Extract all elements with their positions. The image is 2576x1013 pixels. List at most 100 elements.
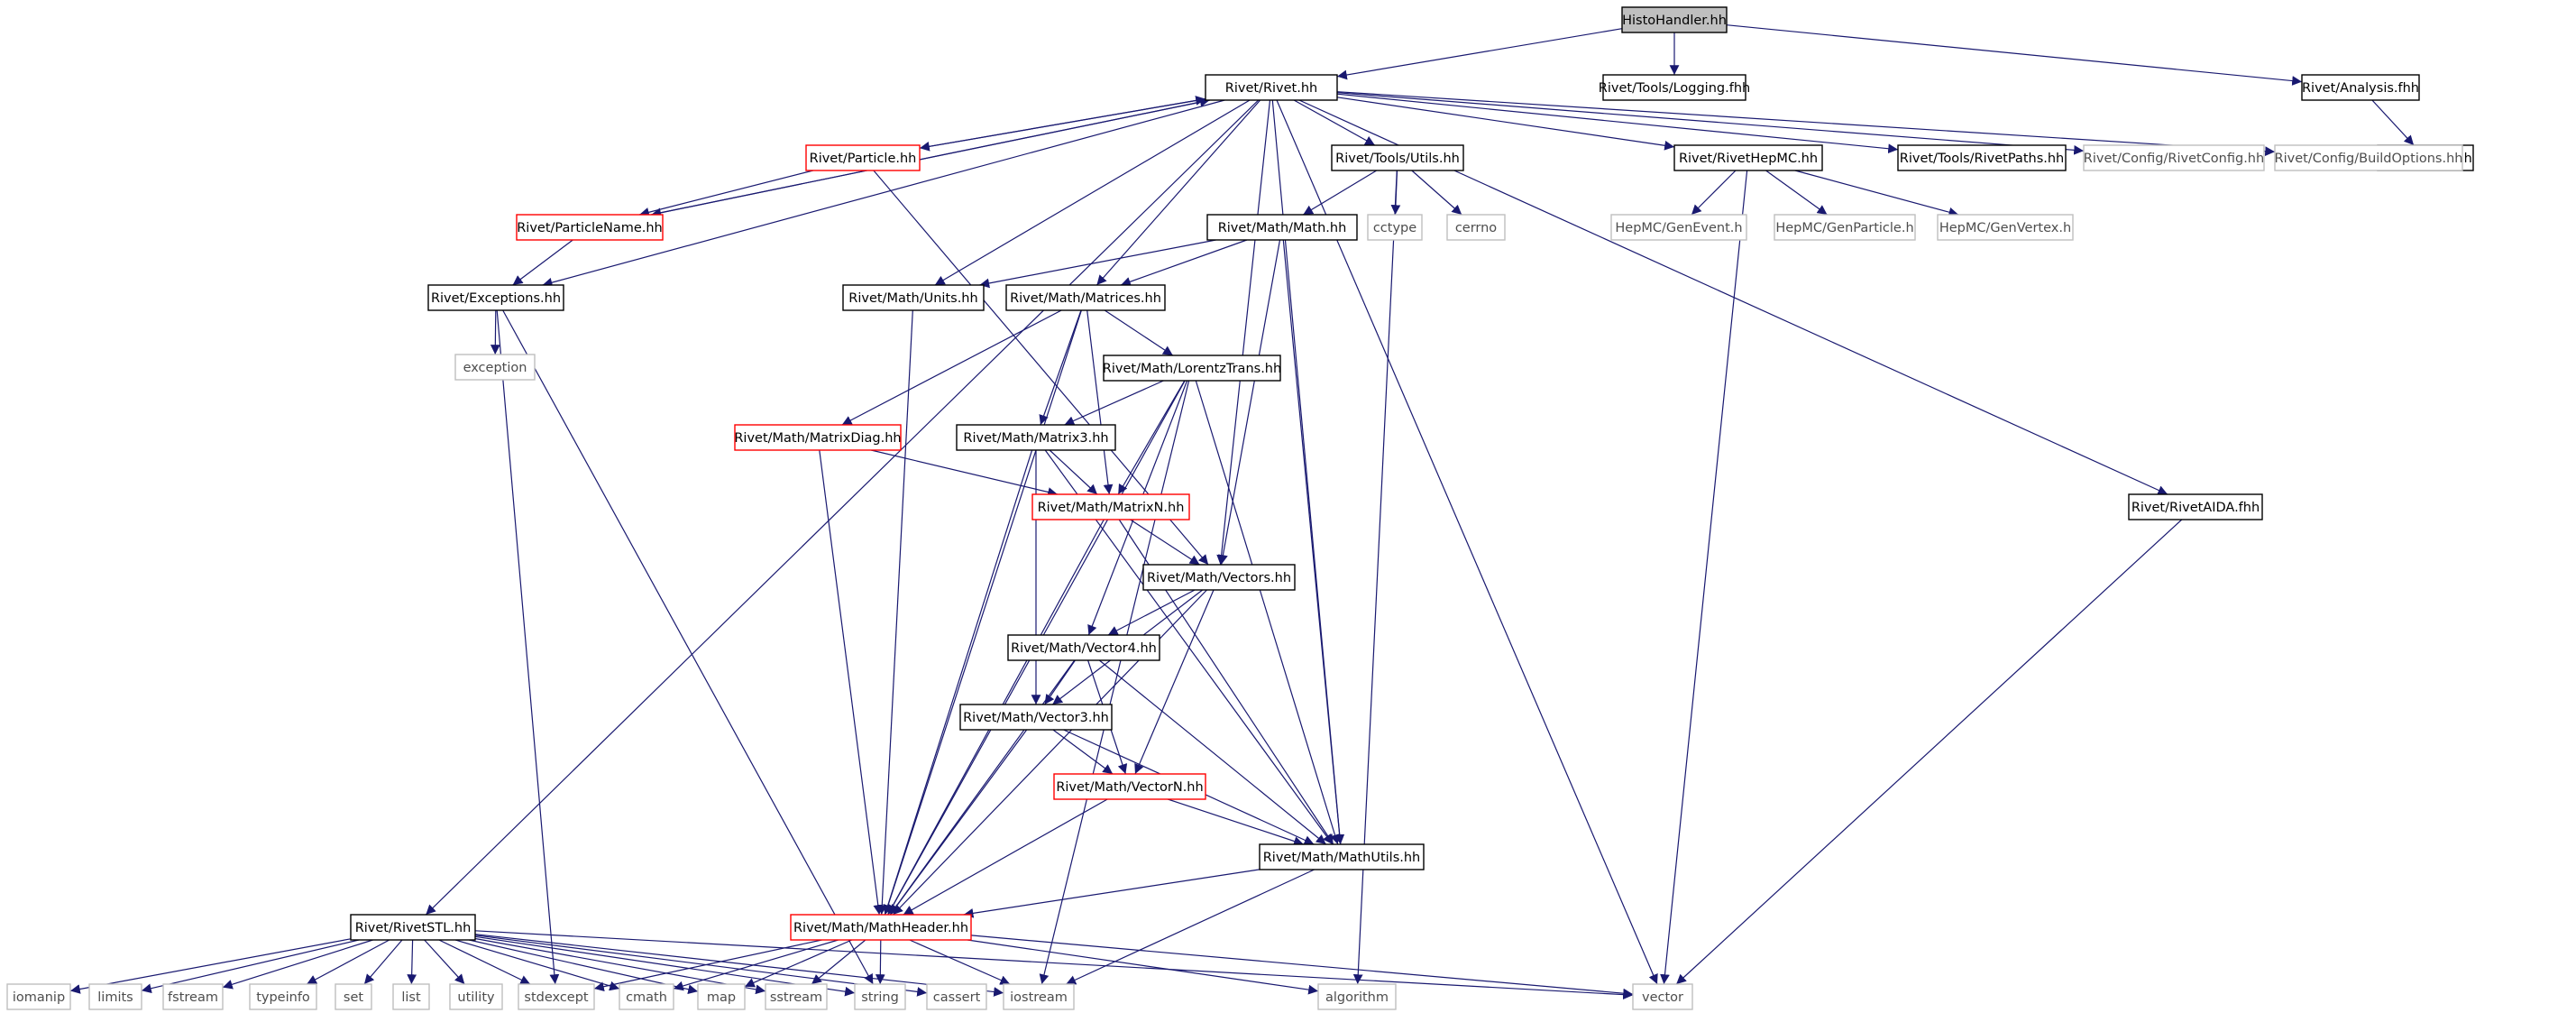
- node-math[interactable]: Rivet/Math/Math.hh: [1206, 214, 1358, 241]
- node-genparticle: HepMC/GenParticle.h: [1774, 214, 1916, 241]
- edge-particle-to-rivet: [919, 96, 1206, 149]
- node-label-cassert: cassert: [933, 990, 981, 1005]
- node-buildoptions: Rivet/Config/BuildOptions.hh: [2274, 144, 2463, 171]
- edge-rivetstl-to-sstream: [474, 937, 766, 995]
- node-box-iomanip: [6, 983, 71, 1010]
- node-box-rivethepmc: [1673, 144, 1823, 171]
- node-typeinfo: typeinfo: [249, 983, 317, 1010]
- edge-rivetstl-to-cmath: [454, 939, 620, 991]
- node-label-matrixn: Rivet/Math/MatrixN.hh: [1038, 501, 1185, 515]
- node-vector4[interactable]: Rivet/Math/Vector4.hh: [1007, 634, 1160, 661]
- node-matrixdiag[interactable]: Rivet/Math/MatrixDiag.hh: [734, 424, 902, 451]
- node-box-matrix3: [956, 424, 1116, 451]
- edge-matrices-to-lorentz: [1104, 309, 1174, 356]
- edge-matrixn-to-vectors: [1130, 519, 1200, 566]
- node-cmath: cmath: [619, 983, 674, 1010]
- node-rivetpaths[interactable]: Rivet/Tools/RivetPaths.hh: [1897, 144, 2067, 171]
- edge-matrices-to-matrixn: [1086, 309, 1114, 495]
- node-vectors[interactable]: Rivet/Math/Vectors.hh: [1142, 564, 1296, 591]
- node-particle[interactable]: Rivet/Particle.hh: [805, 144, 921, 171]
- edge-rivet-to-exceptions: [542, 99, 1225, 288]
- node-analysis[interactable]: Rivet/Analysis.fhh: [2301, 74, 2420, 101]
- node-vector3[interactable]: Rivet/Math/Vector3.hh: [959, 704, 1113, 731]
- node-matrixn[interactable]: Rivet/Math/MatrixN.hh: [1031, 493, 1190, 520]
- node-label-cmath: cmath: [626, 990, 667, 1005]
- node-particlename[interactable]: Rivet/ParticleName.hh: [516, 214, 664, 241]
- edge-mathheader-to-algorithm: [967, 939, 1319, 995]
- node-rivethepmc[interactable]: Rivet/RivetHepMC.hh: [1673, 144, 1823, 171]
- node-box-sstream: [765, 983, 828, 1010]
- node-label-particle: Rivet/Particle.hh: [810, 152, 917, 166]
- edge-mathheader-to-string: [875, 939, 885, 985]
- node-label-matrixdiag: Rivet/Math/MatrixDiag.hh: [734, 431, 901, 446]
- node-lorentz[interactable]: Rivet/Math/LorentzTrans.hh: [1103, 355, 1281, 382]
- edge-rivethepmc-to-genvertex: [1794, 170, 1959, 217]
- node-string: string: [854, 983, 906, 1010]
- node-label-exceptions: Rivet/Exceptions.hh: [431, 291, 561, 306]
- node-iostream: iostream: [1003, 983, 1075, 1010]
- node-label-matrices: Rivet/Math/Matrices.hh: [1010, 291, 1161, 306]
- edge-rivethepmc-to-genparticle: [1765, 170, 1828, 216]
- edge-rivetstl-to-vector: [474, 930, 1634, 999]
- edge-lorentz-to-mathutils: [1195, 380, 1340, 845]
- node-rivet[interactable]: Rivet/Rivet.hh: [1205, 74, 1338, 101]
- node-box-cctype: [1367, 214, 1423, 241]
- node-iomanip: iomanip: [6, 983, 71, 1010]
- node-label-particlename: Rivet/ParticleName.hh: [517, 221, 663, 235]
- edge-math-to-mathutils: [1282, 239, 1345, 845]
- node-label-histo: HistoHandler.hh: [1622, 14, 1727, 28]
- edge-mathheader-to-vector: [970, 935, 1634, 999]
- node-label-utility: utility: [457, 990, 495, 1005]
- node-box-particlename: [516, 214, 664, 241]
- edge-math-to-matrices: [1120, 239, 1248, 287]
- node-box-mathheader: [790, 914, 972, 941]
- edge-rivet-to-rivethepmc: [1336, 97, 1675, 151]
- edge-rivethepmc-to-genevent: [1691, 170, 1737, 216]
- node-label-vectors: Rivet/Math/Vectors.hh: [1147, 571, 1291, 585]
- node-mathutils[interactable]: Rivet/Math/MathUtils.hh: [1259, 843, 1425, 870]
- node-genevent: HepMC/GenEvent.h: [1610, 214, 1747, 241]
- node-matrices[interactable]: Rivet/Math/Matrices.hh: [1005, 284, 1166, 311]
- edge-rivet-to-utils: [1293, 99, 1376, 146]
- node-exception: exception: [454, 354, 536, 381]
- node-matrix3[interactable]: Rivet/Math/Matrix3.hh: [956, 424, 1116, 451]
- node-label-lorentz: Rivet/Math/LorentzTrans.hh: [1103, 362, 1281, 376]
- node-box-typeinfo: [249, 983, 317, 1010]
- node-box-math: [1206, 214, 1358, 241]
- node-label-iostream: iostream: [1010, 990, 1068, 1005]
- edge-rivetstl-to-fstream: [222, 939, 373, 990]
- node-logging[interactable]: Rivet/Tools/Logging.fhh: [1599, 74, 1750, 101]
- node-rivetaida[interactable]: Rivet/RivetAIDA.fhh: [2128, 493, 2263, 520]
- node-label-vector: vector: [1642, 990, 1683, 1005]
- edge-rivetstl-to-map: [469, 939, 699, 994]
- node-mathheader[interactable]: Rivet/Math/MathHeader.hh: [790, 914, 972, 941]
- edge-vectorn-to-mathutils: [1168, 798, 1304, 846]
- edge-rivetstl-to-limits: [141, 939, 360, 994]
- node-label-rivet: Rivet/Rivet.hh: [1225, 81, 1317, 96]
- node-label-exception: exception: [463, 361, 527, 375]
- edge-rivet-to-buildoptions: [1336, 91, 2276, 156]
- edge-rivet-to-matrices: [1095, 99, 1261, 286]
- node-label-vector4: Rivet/Math/Vector4.hh: [1011, 641, 1157, 656]
- node-utils[interactable]: Rivet/Tools/Utils.hh: [1331, 144, 1464, 171]
- node-box-lorentz: [1103, 355, 1281, 382]
- edge-rivetstl-to-set: [363, 939, 403, 985]
- node-units[interactable]: Rivet/Math/Units.hh: [842, 284, 985, 311]
- node-histo[interactable]: HistoHandler.hh: [1621, 6, 1728, 33]
- node-vectorn[interactable]: Rivet/Math/VectorN.hh: [1053, 773, 1206, 800]
- node-rivetstl[interactable]: Rivet/RivetSTL.hh: [350, 914, 476, 941]
- node-label-list: list: [401, 990, 421, 1005]
- node-box-particle: [805, 144, 921, 171]
- edge-vectors-to-vectorn: [1134, 589, 1215, 775]
- node-label-iomanip: iomanip: [13, 990, 65, 1005]
- node-box-utility: [449, 983, 503, 1010]
- edge-rivet-to-units: [934, 99, 1251, 286]
- node-box-rivetaida: [2128, 493, 2263, 520]
- node-label-buildoptions: Rivet/Config/BuildOptions.hh: [2275, 152, 2463, 166]
- node-label-mathheader: Rivet/Math/MathHeader.hh: [793, 921, 968, 935]
- node-box-buildoptions: [2274, 144, 2463, 171]
- edge-utils-to-math: [1302, 170, 1378, 216]
- node-exceptions[interactable]: Rivet/Exceptions.hh: [427, 284, 564, 311]
- edge-lorentz-to-matrix3: [1064, 380, 1164, 426]
